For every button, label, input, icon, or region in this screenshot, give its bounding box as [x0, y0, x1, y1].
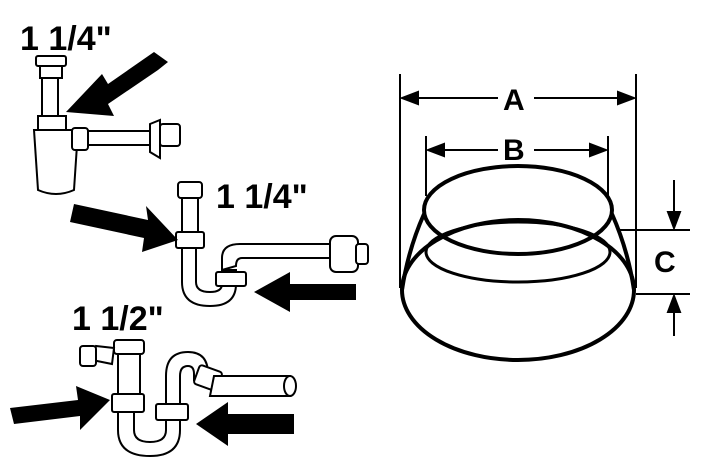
sink-trap-arrow-right	[196, 402, 294, 446]
dimension-b	[425, 142, 609, 158]
p-trap	[175, 181, 369, 308]
dimension-c-label: C	[654, 246, 676, 279]
sink-trap	[79, 339, 297, 458]
dimension-c	[666, 180, 682, 336]
sink-trap-size-label: 1 1/2"	[72, 300, 164, 338]
seal-ring	[400, 164, 636, 362]
p-trap-arrow-left	[70, 204, 178, 252]
dimension-b-label: B	[503, 134, 525, 167]
dimension-a	[399, 90, 637, 106]
bottle-trap	[32, 55, 181, 195]
dimension-a-label: A	[503, 84, 525, 117]
bottle-trap-arrow	[66, 52, 168, 116]
p-trap-size-label: 1 1/4"	[216, 178, 308, 216]
bottle-trap-size-label: 1 1/4"	[20, 20, 112, 58]
dimension-extension-lines	[399, 74, 690, 295]
sink-trap-arrow-left	[10, 386, 110, 430]
p-trap-arrow-right	[254, 272, 356, 312]
